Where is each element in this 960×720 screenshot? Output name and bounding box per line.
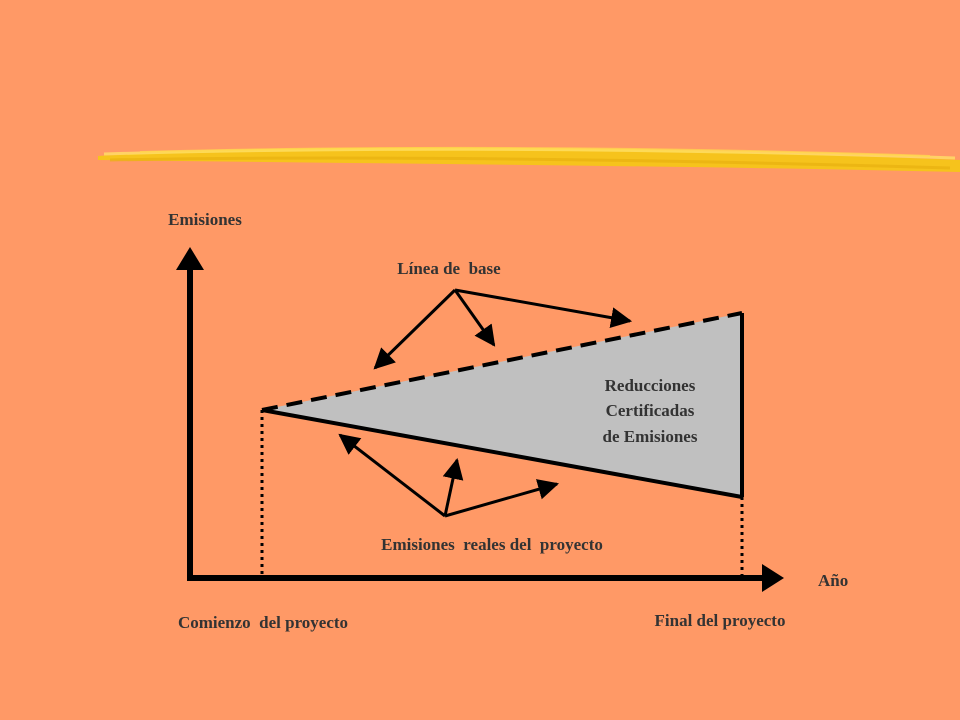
reductions-wedge [262, 313, 742, 497]
actual-emissions-label: Emisiones reales del proyecto [381, 535, 603, 554]
reductions-label-line-2: Certificadas [606, 401, 695, 420]
brush-stroke-decoration [98, 146, 960, 172]
project-end-label: Final del proyecto [655, 611, 786, 630]
reductions-label-line-3: de Emisiones [603, 427, 698, 446]
x-axis-label: Año [818, 571, 848, 590]
x-axis [187, 564, 784, 592]
baseline-label: Línea de base [397, 259, 501, 278]
reductions-label-line-1: Reducciones [605, 376, 696, 395]
actual-emissions-line [261, 408, 743, 499]
baseline-arrows [373, 288, 633, 370]
y-axis-label: Emisiones [168, 210, 242, 229]
baseline-line [261, 311, 743, 412]
actual-emissions-arrows [338, 433, 560, 518]
project-start-label: Comienzo del proyecto [178, 613, 348, 632]
y-axis [176, 247, 204, 578]
